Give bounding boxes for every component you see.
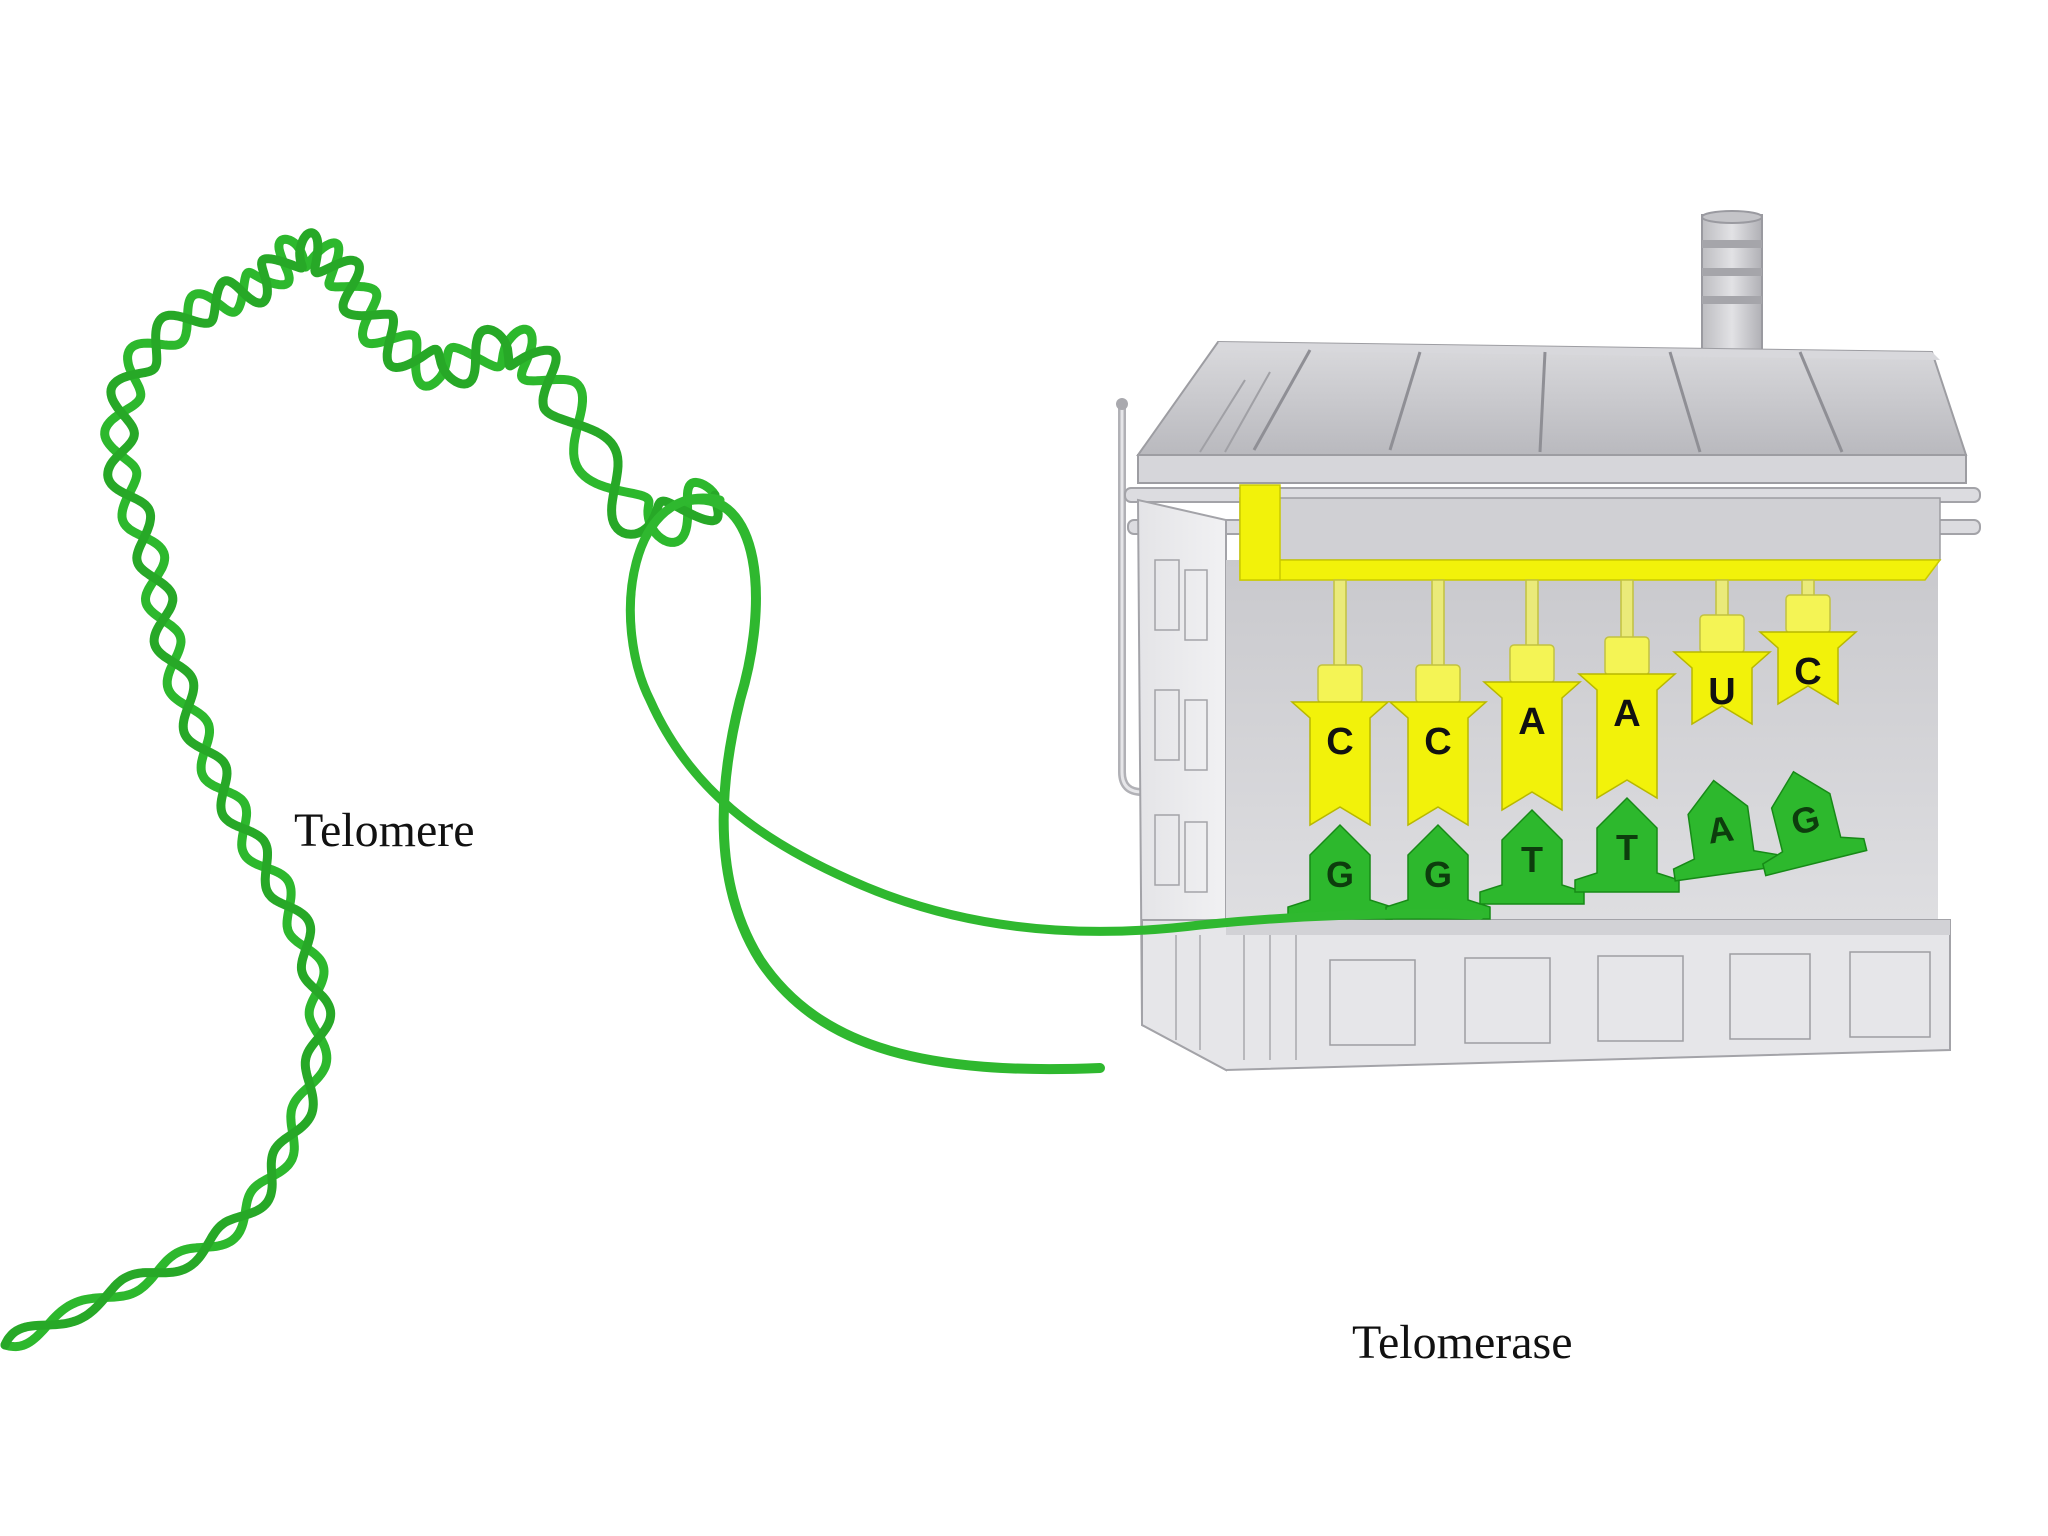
rna-base-letter: A: [1613, 693, 1640, 735]
rna-base-letter: C: [1424, 721, 1451, 763]
rna-socket: [1699, 614, 1745, 654]
dna-base-letter: A: [1705, 807, 1736, 851]
telomerase-label: Telomerase: [1352, 1316, 1573, 1369]
dna-base: T: [1479, 808, 1585, 905]
rna-base: [1577, 673, 1677, 800]
dna-base-shape: [1385, 823, 1491, 920]
dna-base: G: [1385, 823, 1491, 920]
dna-base: A: [1672, 779, 1780, 882]
template-strand-upper: [625, 493, 1485, 936]
roof: [1124, 340, 1981, 561]
rna-base: [1758, 631, 1858, 706]
dna-base: T: [1574, 796, 1680, 893]
dna-base-letter: G: [1424, 854, 1452, 895]
dna-base-shape: [1479, 808, 1585, 905]
dna-base-shape: [1574, 796, 1680, 893]
rna-socket: [1785, 594, 1831, 634]
rna-socket: [1317, 664, 1363, 704]
rna-base-letter: U: [1708, 671, 1735, 713]
chimney: [1701, 210, 1763, 356]
base-pair-2: CG: [1385, 579, 1491, 920]
free-strand-lower: [685, 494, 1105, 1075]
dna-base: G: [1762, 770, 1868, 877]
base-pair-5: UA: [1672, 579, 1780, 882]
dna-base-letter: G: [1326, 854, 1354, 895]
helix-strand-b: [0, 228, 723, 1350]
base-pair-4: AT: [1574, 579, 1680, 893]
rna-base: [1482, 681, 1582, 812]
dna-base-letter: T: [1521, 839, 1543, 880]
rna-socket: [1509, 644, 1555, 684]
rna-base: [1672, 651, 1772, 726]
telomere-dna: [0, 228, 1485, 1352]
dna-base-letter: T: [1616, 827, 1638, 868]
rna-socket: [1415, 664, 1461, 704]
telomere-label: Telomere: [294, 804, 475, 857]
rna-base: [1388, 701, 1488, 827]
rna-base-letter: A: [1518, 701, 1545, 743]
rna-socket: [1604, 636, 1650, 676]
rna-base-letter: C: [1326, 721, 1353, 763]
rna-base-letter: C: [1794, 651, 1821, 693]
building-base: [1141, 919, 1951, 1072]
rna-base: [1290, 701, 1390, 827]
base-pair-6: CG: [1758, 579, 1868, 877]
rna-rail: [1239, 484, 1942, 581]
base-pair-1: CG: [1287, 579, 1393, 920]
base-pair-3: AT: [1479, 579, 1585, 905]
dna-base-shape: [1762, 770, 1868, 877]
